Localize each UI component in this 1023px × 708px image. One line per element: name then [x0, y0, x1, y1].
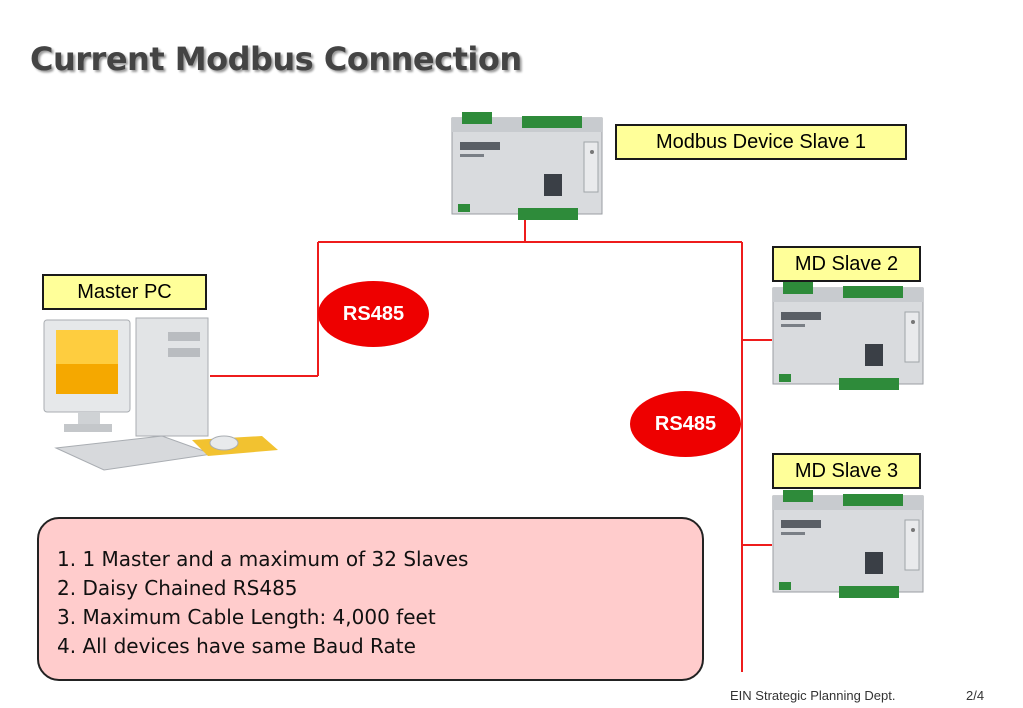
footer-page: 2/4	[966, 688, 985, 703]
slave1-device-icon	[451, 111, 603, 221]
note-item: 1. 1 Master and a maximum of 32 Slaves	[57, 547, 469, 571]
slave3-device-icon	[772, 489, 924, 599]
slave2-label: MD Slave 2	[772, 246, 921, 282]
slave2-device-icon	[772, 281, 924, 391]
footer-dept: EIN Strategic Planning Dept.	[730, 688, 896, 703]
rs485-badge-trunk: RS485	[630, 391, 741, 457]
slave3-label: MD Slave 3	[772, 453, 921, 489]
notes-list: 1. 1 Master and a maximum of 32 Slaves 2…	[57, 545, 702, 661]
slave1-label: Modbus Device Slave 1	[615, 124, 907, 160]
master-pc-label: Master PC	[42, 274, 207, 310]
rs485-badge-top: RS485	[318, 281, 429, 347]
slide-title: Current Modbus Connection	[30, 40, 522, 78]
notes-box: 1. 1 Master and a maximum of 32 Slaves 2…	[37, 517, 704, 681]
master-pc-icon	[43, 317, 278, 471]
note-item: 2. Daisy Chained RS485	[57, 576, 298, 600]
note-item: 3. Maximum Cable Length: 4,000 feet	[57, 605, 436, 629]
note-item: 4. All devices have same Baud Rate	[57, 634, 416, 658]
